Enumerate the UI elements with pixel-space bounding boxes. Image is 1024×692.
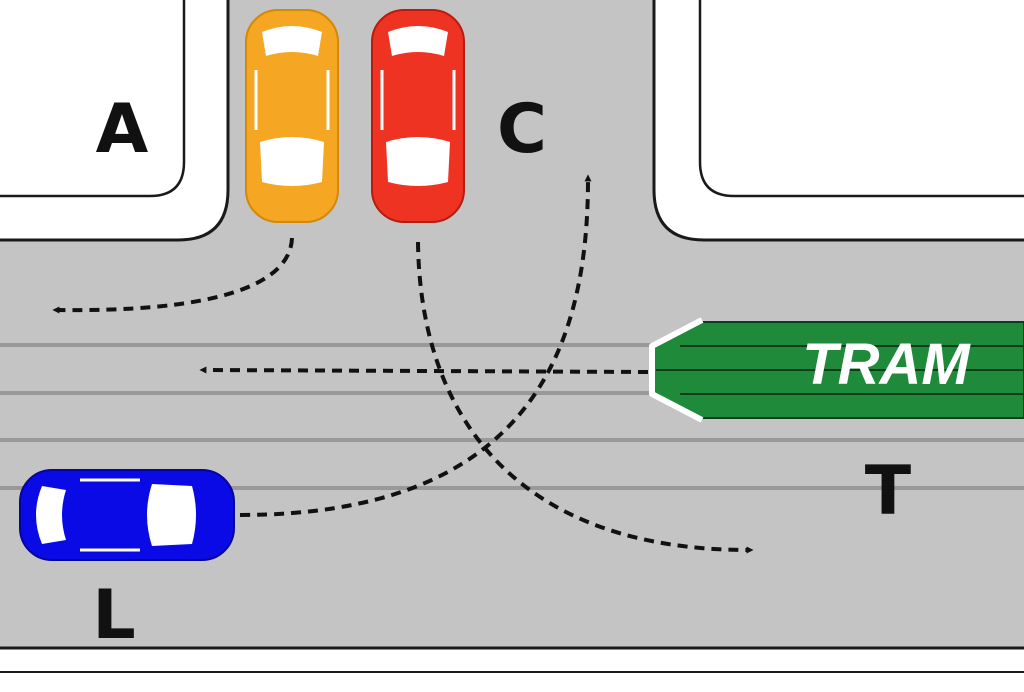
- path-car-a-left-turn: [52, 237, 294, 314]
- tram-windscreen: [649, 317, 704, 423]
- label-t: T: [865, 452, 912, 531]
- label-l: L: [92, 576, 135, 655]
- label-a: A: [96, 90, 149, 169]
- tram: TRAM: [649, 317, 1024, 423]
- path-tram-straight: [199, 366, 649, 374]
- kerb-outline-right: [698, 0, 1024, 198]
- paths: [52, 174, 754, 554]
- car-c-windscreen: [386, 137, 450, 186]
- car-a-windscreen: [260, 137, 324, 186]
- kerb-left: [0, 0, 230, 242]
- car-c-rear-window: [388, 26, 448, 56]
- tram-label: TRAM: [802, 332, 971, 397]
- label-c: C: [497, 90, 547, 169]
- car-a: [245, 9, 339, 223]
- path-car-c-right-turn: [416, 241, 754, 554]
- car-l: [19, 469, 235, 561]
- path-car-l-left-turn: [239, 174, 592, 517]
- car-c: [371, 9, 465, 223]
- kerb-strip-left: [0, 0, 216, 226]
- car-l-rear-window: [36, 486, 66, 544]
- kerb-right: [652, 0, 1024, 242]
- car-a-rear-window: [262, 26, 322, 56]
- car-l-windscreen: [147, 484, 196, 546]
- kerb-strip-right: [666, 0, 1024, 226]
- kerb-outline-left: [0, 0, 186, 198]
